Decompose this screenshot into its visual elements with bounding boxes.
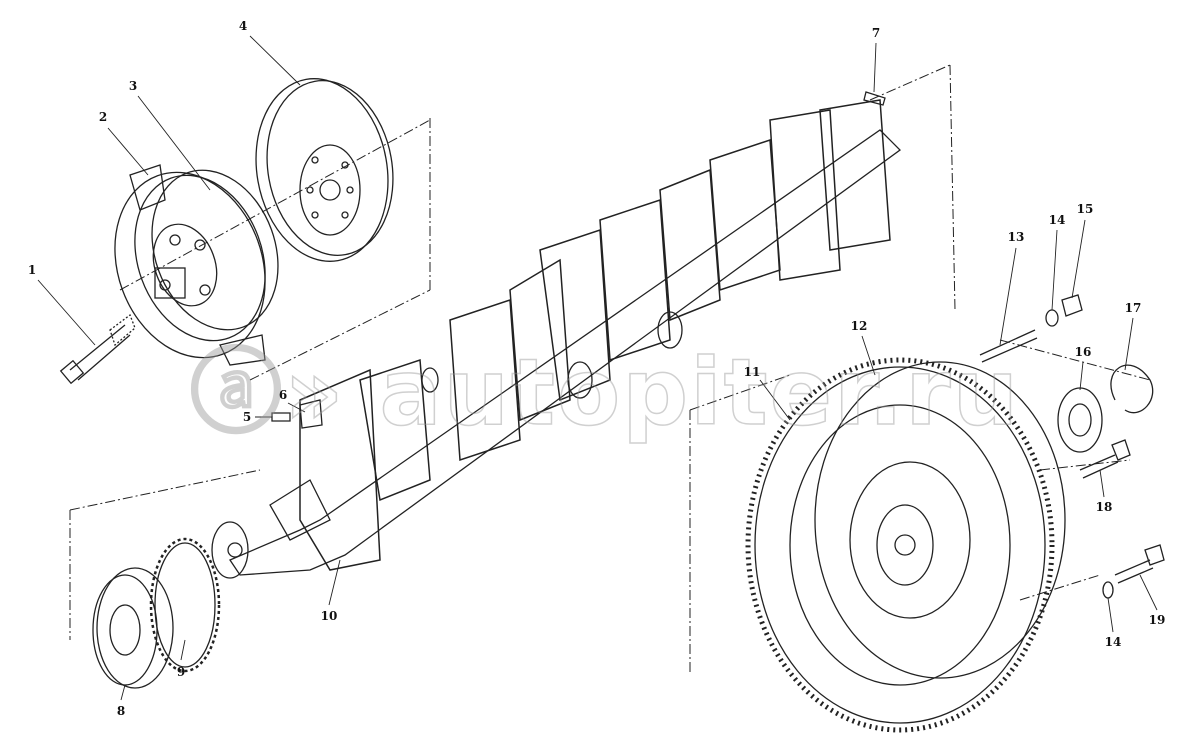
bolt-part-19 [1114,544,1165,584]
washer-part-14 [1045,309,1059,327]
part-label-10: 10 [320,609,338,623]
hub-part-8 [92,567,174,689]
part-label-18: 18 [1095,500,1113,514]
part-label-14b: 14 [1104,635,1122,649]
part-label-11: 11 [743,365,761,379]
part-label-5: 5 [242,410,252,424]
belt-guard-lower [219,334,266,366]
part-label-15: 15 [1076,202,1094,216]
pulley-part-3 [114,169,279,359]
belt-guard-part-2 [129,164,166,211]
circlip-part-17 [1110,364,1154,414]
pin-part-7 [863,91,886,106]
bolt-part-1 [59,313,136,385]
bolt-part-18 [1079,439,1131,479]
flywheel-part-11 [745,357,1066,733]
part-label-17: 17 [1124,301,1142,315]
part-label-2: 2 [98,110,108,124]
part-label-1: 1 [27,263,37,277]
washer-part-14b [1102,581,1114,599]
bearing-part-16 [1057,387,1103,453]
center-axis-lines [69,64,1151,675]
crankshaft-part-10 [211,99,901,579]
part-label-6: 6 [278,388,288,402]
leader-lines [37,35,1158,701]
key-part-5 [271,412,291,422]
key-part-6 [299,399,323,429]
damper-part-4 [255,78,394,262]
part-label-4: 4 [238,19,248,33]
part-label-9: 9 [176,665,186,679]
stud-part-13 [979,329,1038,363]
gear-part-9 [149,537,221,673]
part-label-3: 3 [128,79,138,93]
part-label-8: 8 [116,704,126,718]
part-label-16: 16 [1074,345,1092,359]
part-label-13: 13 [1007,230,1025,244]
watermark-logo: ⓐ» autopiter.ru [189,338,1021,447]
nut-part-15 [1061,294,1083,317]
part-label-14: 14 [1048,213,1066,227]
part-label-12: 12 [850,319,868,333]
part-label-7: 7 [871,26,881,40]
part-label-19: 19 [1148,613,1166,627]
